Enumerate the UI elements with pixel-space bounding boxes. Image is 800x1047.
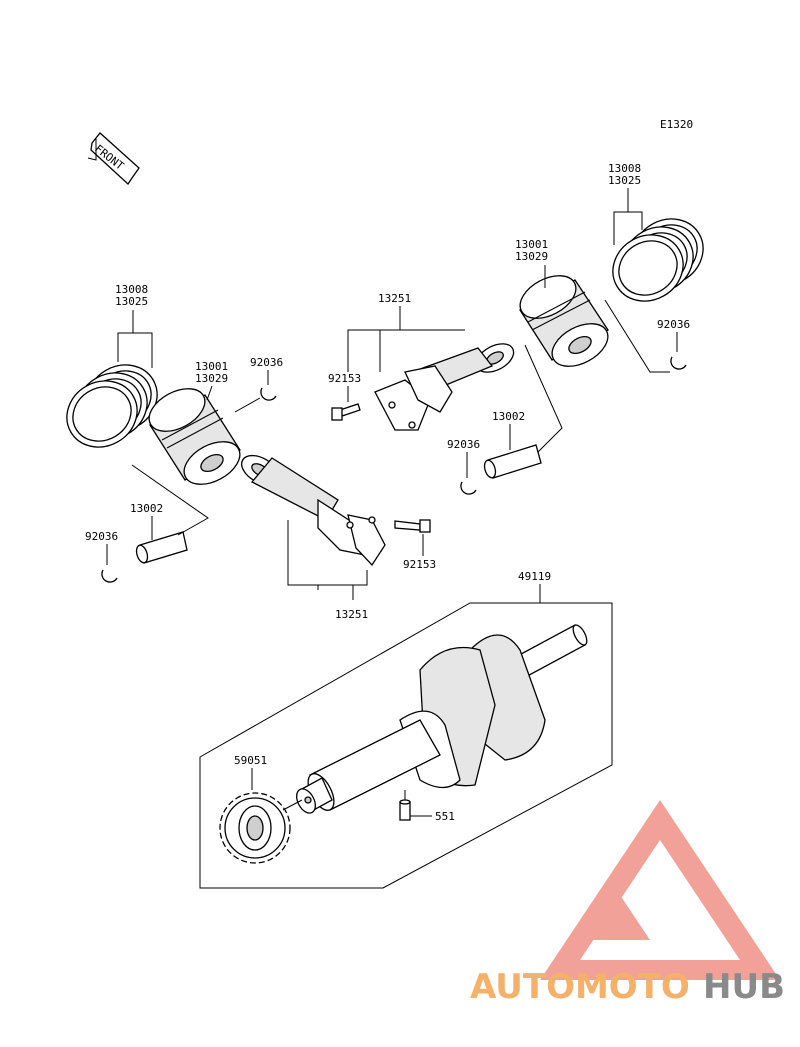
- diagram-code: E1320: [660, 118, 693, 131]
- connecting-rod-left: [241, 454, 386, 567]
- label-crankshaft: 49119: [518, 570, 551, 583]
- connecting-rod-right: [374, 343, 515, 431]
- label-clip-right-top: 92036: [657, 318, 690, 331]
- crankshaft: [296, 624, 588, 814]
- piston-ring-set-right: [612, 218, 704, 302]
- watermark-logo: [540, 800, 780, 980]
- label-bolt-right: 92153: [328, 372, 361, 385]
- piston-ring-set-left: [66, 364, 158, 448]
- label-bolt-left: 92153: [403, 558, 436, 571]
- piston-left: [148, 388, 241, 485]
- front-arrow-icon: FRONT: [87, 132, 140, 185]
- label-clip-left-bottom: 92036: [85, 530, 118, 543]
- label-dowel: 551: [435, 810, 455, 823]
- label-pin-left: 13002: [130, 502, 163, 515]
- label-rod-right: 13251: [378, 292, 411, 305]
- watermark-text-light: AUTOMOTO: [470, 967, 690, 1007]
- label-piston-left-2: 13029: [195, 372, 228, 385]
- label-gear: 59051: [234, 754, 267, 767]
- dowel-pin: [399, 799, 411, 821]
- crankshaft-outline-box: [199, 602, 613, 889]
- piston-right: [519, 275, 609, 367]
- watermark-text-dark: HUB: [703, 967, 785, 1007]
- label-clip-left-top: 92036: [250, 356, 283, 369]
- label-piston-left-1: 13001: [195, 360, 228, 373]
- label-pin-right: 13002: [492, 410, 525, 423]
- circlip-left-bottom: [101, 569, 118, 583]
- label-rod-left: 13251: [335, 608, 368, 621]
- circlip-right-bottom: [460, 481, 477, 495]
- rod-bolt-right: [331, 403, 361, 421]
- label-piston-right-2: 13029: [515, 250, 548, 263]
- label-rings-left-2: 13025: [115, 295, 148, 308]
- piston-pin-left: [135, 531, 188, 564]
- circlip-right-top: [670, 356, 687, 370]
- piston-pin-right: [483, 444, 542, 479]
- label-clip-right-bottom: 92036: [447, 438, 480, 451]
- label-rings-right-2: 13025: [608, 174, 641, 187]
- circlip-left-top: [260, 387, 277, 401]
- rod-bolt-left: [394, 519, 431, 533]
- label-rings-left-1: 13008: [115, 283, 148, 296]
- crank-gear: [219, 792, 291, 864]
- label-piston-right-1: 13001: [515, 238, 548, 251]
- label-rings-right-1: 13008: [608, 162, 641, 175]
